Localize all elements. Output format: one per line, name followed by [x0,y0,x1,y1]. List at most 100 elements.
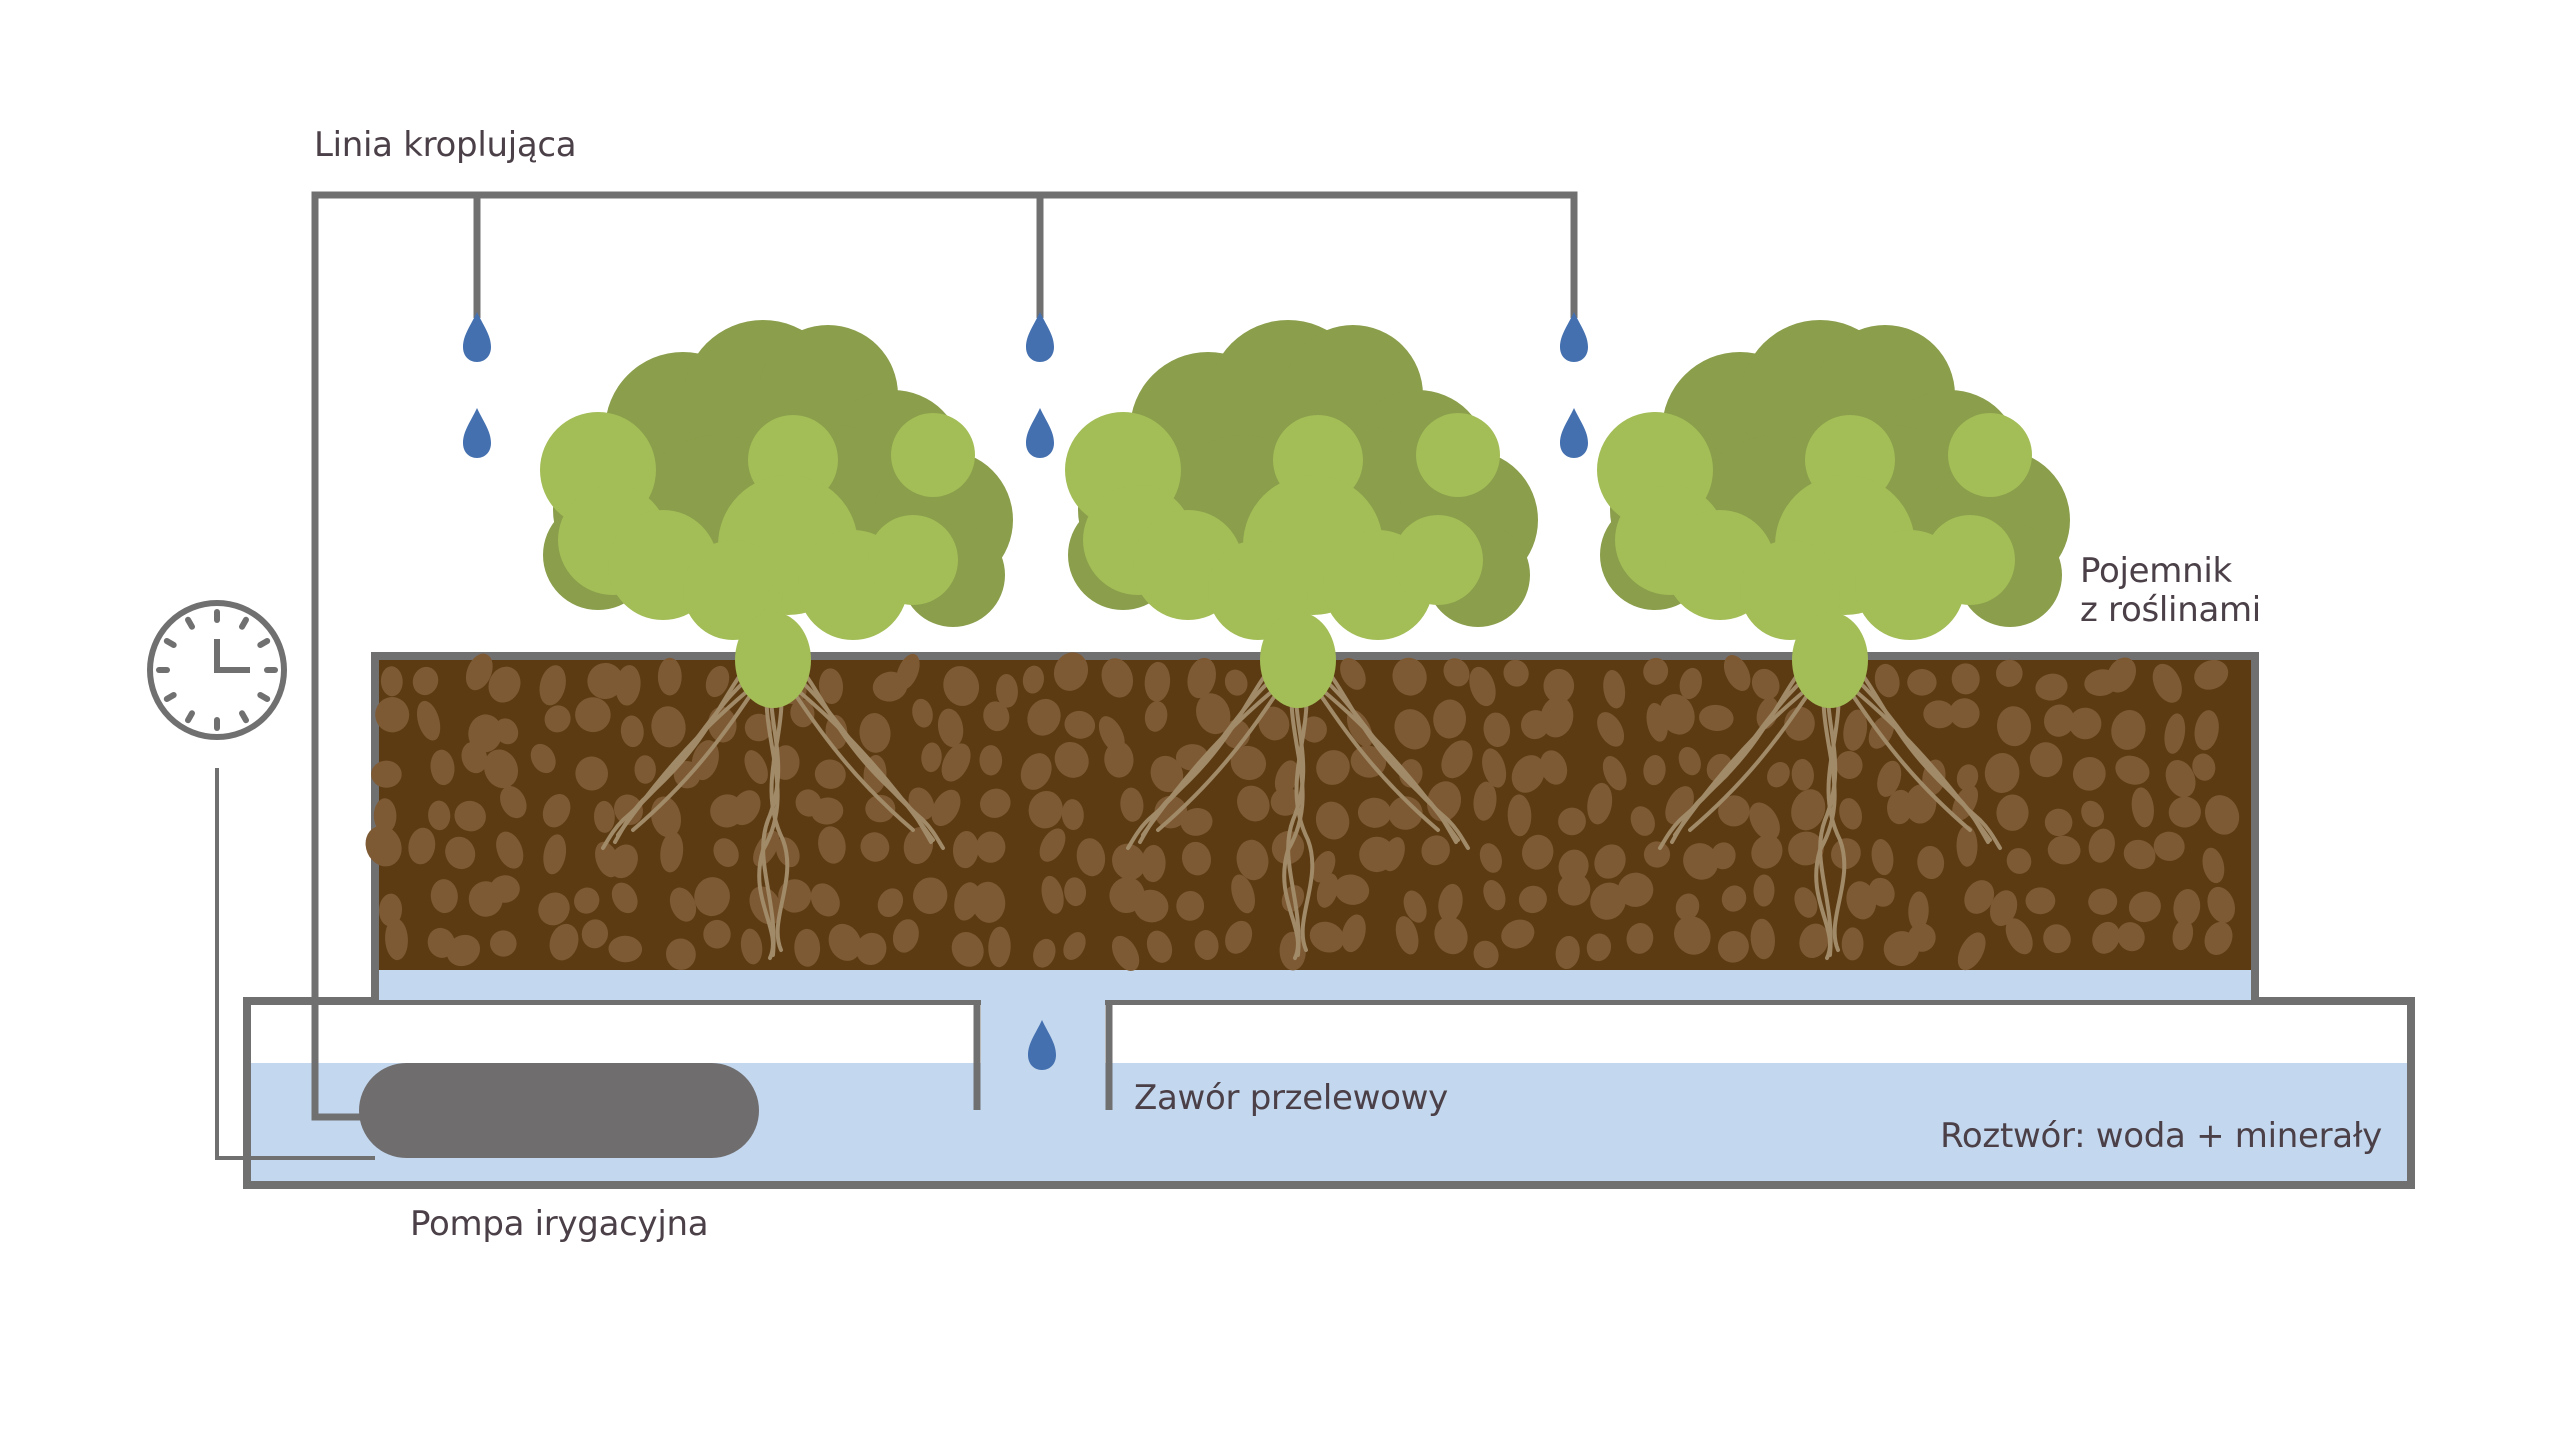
soil-particle [1176,891,1205,921]
soil-particle [2047,835,2081,865]
soil-particle [1626,923,1654,954]
soil-particle [1843,709,1868,751]
soil-particle [2043,924,2071,954]
soil-particle [980,788,1011,818]
solution-label: Roztwór: woda + minerały [1940,1116,2382,1156]
root [761,668,781,957]
soil-particle [1587,782,1613,825]
soil-particle [1403,890,1427,923]
soil-particle [1301,716,1327,743]
soil-particle [1949,698,1980,729]
soil-particle [1316,750,1350,785]
soil-particle [1382,837,1405,872]
soil-particle [983,701,1010,732]
soil-particle [1395,916,1419,955]
soil-particle [1394,709,1431,750]
overflow-valve [973,994,1113,1110]
soil-particle [1673,916,1711,955]
soil-particle [483,749,519,789]
soil-particle [2117,922,2145,952]
pump-label: Pompa irygacyjna [410,1204,708,1244]
soil-particle [2006,848,2032,874]
soil-particle [1543,668,1575,703]
plant-icon [540,320,1013,960]
soil-particle [828,923,862,961]
container-label-line2: z roślinami [2080,590,2261,630]
soil-particle [1753,874,1775,907]
soil-particle [1990,890,2018,926]
soil-particle [1590,882,1626,920]
drip-line-main-pipe [311,191,1578,1121]
soil-particle [2194,710,2219,751]
plant-roots [1126,658,1470,960]
water-drop-icon [1026,408,1054,458]
water-drop-icon [1560,408,1588,458]
soil-particle [2131,787,2154,828]
soil-particle [1518,885,1547,914]
soil-particle [1679,667,1702,700]
soil-particle [1749,802,1780,841]
soil-particle [1064,710,1096,739]
soil-particle [1907,923,1936,952]
soil-particle [877,888,904,918]
soil-particle [1791,758,1814,791]
soil-particle [1675,893,1700,921]
soil-particle [2081,800,2105,828]
soil-particle [1434,916,1468,955]
soil-particle [1041,875,1064,914]
soil-particle [1039,828,1066,862]
soil-particle [530,743,556,774]
soil-particle [1144,661,1171,702]
soil-particle [2115,755,2150,785]
soil-particle [1791,789,1826,831]
soil-particle [1501,919,1535,949]
soil-particle [951,932,984,967]
soil-particle [2207,886,2235,923]
soil-particle [1557,873,1591,906]
plant-stem [763,585,783,612]
soil-particle [937,708,964,748]
root [1818,668,1838,957]
soil-particle [892,919,919,953]
soil-particle [385,918,408,961]
soil-particle [1473,781,1497,821]
soil-particle [446,934,481,967]
soil-particle [1841,927,1864,961]
soil-particle [913,877,948,914]
drip-line [311,191,1578,1121]
soil-particle [1028,790,1063,829]
soil-particle [1905,784,1937,824]
soil-particle [549,923,579,961]
soil-particle [1721,885,1747,912]
soil-particle [931,789,961,827]
soil-particle [608,935,643,963]
soil-particle [2165,760,2196,798]
soil-particle [373,798,397,834]
soil-particle [818,826,846,864]
soil-particle [538,892,570,926]
soil-particle [1956,825,1978,867]
soil-particle [1340,657,1366,690]
root [1138,658,1280,844]
pump-icon [359,1063,759,1158]
root [769,668,790,952]
soil-particle [825,715,848,749]
soil-particle [1133,889,1169,923]
clock-icon [147,600,287,740]
water-drop-icon [463,312,491,362]
soil-particle [921,742,942,773]
clock-tick [185,616,195,630]
soil-particle [651,706,686,748]
soil-particle [1020,753,1052,790]
soil-particle [496,831,524,869]
soil-particle [494,718,519,745]
soil-particle [416,700,441,741]
soil-particle [1540,696,1574,738]
soil-particle [996,674,1018,708]
soil-particle [378,893,403,927]
soil-particle [1112,843,1146,880]
soil-particle [2172,919,2194,951]
soil-particle [1054,741,1089,778]
soil-particle [1392,657,1427,696]
root [1286,668,1306,957]
